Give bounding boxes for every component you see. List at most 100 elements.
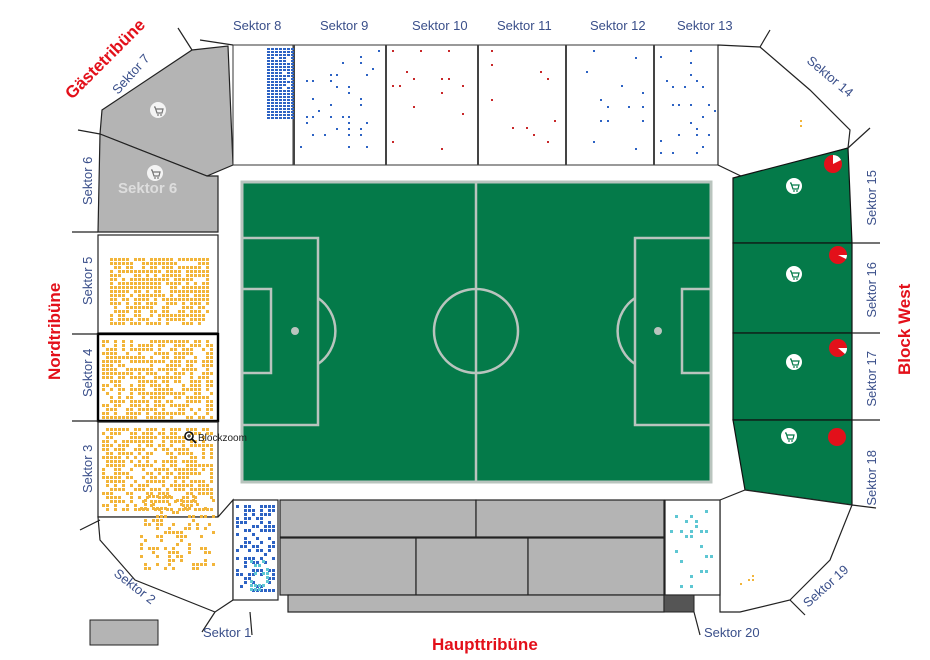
seat xyxy=(134,322,137,325)
sector-label-20[interactable]: Sektor 20 xyxy=(704,625,760,640)
seat xyxy=(186,500,189,503)
seat xyxy=(642,92,644,94)
seat xyxy=(118,302,121,305)
cart-icon[interactable] xyxy=(150,102,166,118)
sector-12-block[interactable] xyxy=(565,44,655,166)
main-block-upper-left[interactable] xyxy=(279,499,477,538)
seat xyxy=(174,484,177,487)
seat xyxy=(152,495,155,498)
cart-icon[interactable] xyxy=(147,165,163,181)
cart-icon[interactable] xyxy=(786,354,802,370)
seat xyxy=(134,456,137,459)
main-block-upper-right[interactable] xyxy=(475,499,665,538)
seat xyxy=(154,468,157,471)
seat xyxy=(174,352,177,355)
seat xyxy=(138,392,141,395)
seat xyxy=(102,376,105,379)
seat xyxy=(178,476,181,479)
sector-19-block[interactable] xyxy=(719,489,853,613)
seat xyxy=(268,549,271,552)
seat xyxy=(162,376,165,379)
seat xyxy=(275,60,278,62)
seat xyxy=(154,404,157,407)
seat xyxy=(118,310,121,313)
main-block-lower-b[interactable] xyxy=(415,537,529,596)
sector-label-15[interactable]: Sektor 15 xyxy=(864,170,879,226)
cart-icon[interactable] xyxy=(781,428,797,444)
main-block-lower-c[interactable] xyxy=(527,537,665,596)
seat xyxy=(268,521,271,524)
seat xyxy=(348,116,350,118)
cart-icon[interactable] xyxy=(786,178,802,194)
seat xyxy=(413,78,415,80)
sector-label-5[interactable]: Sektor 5 xyxy=(80,257,95,305)
seat xyxy=(118,266,121,269)
seat xyxy=(192,499,195,502)
seat xyxy=(672,86,674,88)
seat xyxy=(156,507,159,510)
seat xyxy=(268,589,271,592)
sector-label-13[interactable]: Sektor 13 xyxy=(677,18,733,33)
main-block-lower-a[interactable] xyxy=(279,537,417,596)
sector-2-block[interactable] xyxy=(97,498,234,613)
sector-label-11[interactable]: Sektor 11 xyxy=(497,18,552,33)
blockzoom-hint[interactable]: Blockzoom xyxy=(184,431,247,444)
cart-icon[interactable] xyxy=(786,266,802,282)
sector-label-4[interactable]: Sektor 4 xyxy=(80,349,95,397)
sector-9-block[interactable] xyxy=(293,44,387,166)
seat xyxy=(206,492,209,495)
sector-label-16[interactable]: Sektor 16 xyxy=(864,262,879,318)
seat xyxy=(306,80,308,82)
sector-label-8[interactable]: Sektor 8 xyxy=(233,18,281,33)
seat xyxy=(186,314,189,317)
sector-label-6[interactable]: Sektor 6 xyxy=(80,157,95,205)
seat xyxy=(146,372,149,375)
seat xyxy=(206,310,209,313)
seat xyxy=(138,310,141,313)
seat xyxy=(413,106,415,108)
seat xyxy=(182,310,185,313)
sector-label-9[interactable]: Sektor 9 xyxy=(320,18,368,33)
seat xyxy=(312,98,314,100)
seat xyxy=(186,468,189,471)
seat xyxy=(182,356,185,359)
sector-11-block[interactable] xyxy=(477,44,567,166)
sector-label-10[interactable]: Sektor 10 xyxy=(412,18,468,33)
seat xyxy=(182,476,185,479)
seat xyxy=(146,348,149,351)
seat xyxy=(275,48,278,50)
seat xyxy=(202,440,205,443)
seat xyxy=(267,48,270,50)
seat xyxy=(178,270,181,273)
seat xyxy=(392,50,394,52)
sector-14-block[interactable] xyxy=(717,44,851,179)
sector-label-17[interactable]: Sektor 17 xyxy=(864,351,879,407)
sector-6-block[interactable] xyxy=(97,133,219,233)
sector-label-3[interactable]: Sektor 3 xyxy=(80,445,95,493)
seat xyxy=(106,448,109,451)
seat xyxy=(166,488,169,491)
sector-label-12[interactable]: Sektor 12 xyxy=(590,18,646,33)
seat xyxy=(170,472,173,475)
sector-label-1[interactable]: Sektor 1 xyxy=(203,625,251,640)
seat xyxy=(198,416,201,419)
main-block-bottom-strip[interactable] xyxy=(287,594,665,613)
seat xyxy=(122,322,125,325)
seat xyxy=(267,51,270,53)
seat xyxy=(202,306,205,309)
seat xyxy=(154,408,157,411)
seat xyxy=(240,585,243,588)
seat xyxy=(206,274,209,277)
sector-10-block[interactable] xyxy=(385,44,479,166)
seat xyxy=(158,444,161,447)
sector-20-block[interactable] xyxy=(664,499,721,596)
seat xyxy=(264,525,267,528)
seat xyxy=(660,140,662,142)
sector-label-18[interactable]: Sektor 18 xyxy=(864,450,879,506)
seat xyxy=(134,400,137,403)
seat xyxy=(194,488,197,491)
main-block-dark-corner[interactable] xyxy=(663,594,695,613)
sector-13-block[interactable] xyxy=(653,44,719,166)
seat xyxy=(174,318,177,321)
seat xyxy=(102,404,105,407)
